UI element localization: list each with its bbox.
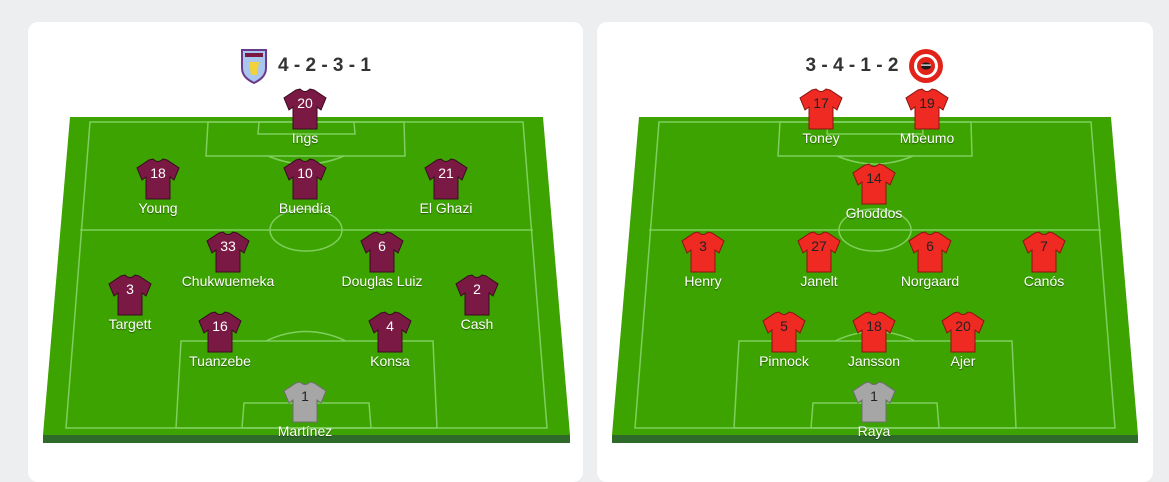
player-number: 6 — [378, 238, 386, 254]
player-name: El Ghazi — [419, 200, 473, 216]
player-home-2[interactable]: 10 Buendía — [245, 158, 365, 216]
player-away-9[interactable]: 20 Ajer — [903, 311, 1023, 369]
player-number: 33 — [220, 238, 236, 254]
player-home-8[interactable]: 16 Tuanzebe — [160, 311, 280, 369]
player-away-5[interactable]: 6 Norgaard — [870, 231, 990, 289]
player-name: Ings — [291, 130, 319, 146]
player-home-9[interactable]: 4 Konsa — [330, 311, 450, 369]
player-home-3[interactable]: 21 El Ghazi — [386, 158, 506, 216]
player-name: Mbeumo — [899, 130, 955, 146]
player-name: Ghoddos — [845, 205, 903, 221]
player-name: Jansson — [847, 353, 901, 369]
player-number: 1 — [301, 388, 309, 404]
player-number: 18 — [866, 318, 882, 334]
player-name: Targett — [108, 316, 152, 332]
player-away-6[interactable]: 7 Canós — [984, 231, 1104, 289]
player-name: Cash — [460, 316, 494, 332]
player-home-4[interactable]: 33 Chukwuemeka — [168, 231, 288, 289]
player-number: 6 — [926, 238, 934, 254]
player-number: 20 — [297, 95, 313, 111]
player-number: 2 — [473, 281, 481, 297]
player-number: 1 — [870, 388, 878, 404]
player-number: 18 — [150, 165, 166, 181]
player-away-0[interactable]: 17 Toney — [761, 88, 881, 146]
player-name: Buendía — [278, 200, 332, 216]
player-name: Tuanzebe — [189, 353, 251, 369]
home-formation: 4 - 2 - 3 - 1 — [278, 55, 371, 76]
player-number: 5 — [780, 318, 788, 334]
player-away-10[interactable]: 1 Raya — [814, 381, 934, 439]
player-away-1[interactable]: 19 Mbeumo — [867, 88, 987, 146]
away-formation: 3 - 4 - 1 - 2 — [805, 55, 899, 76]
player-number: 10 — [297, 165, 313, 181]
player-name: Norgaard — [900, 273, 960, 289]
player-home-6[interactable]: 3 Targett — [70, 274, 190, 332]
away-formation-header: 3 - 4 - 1 - 2 — [597, 48, 1153, 84]
player-number: 7 — [1040, 238, 1048, 254]
player-away-3[interactable]: 3 Henry — [643, 231, 763, 289]
player-number: 17 — [813, 95, 829, 111]
player-away-7[interactable]: 5 Pinnock — [724, 311, 844, 369]
player-name: Konsa — [370, 353, 410, 369]
player-name: Ajer — [950, 353, 976, 369]
player-number: 19 — [919, 95, 935, 111]
player-number: 3 — [126, 281, 134, 297]
player-name: Toney — [802, 130, 840, 146]
player-number: 4 — [386, 318, 394, 334]
player-number: 20 — [955, 318, 971, 334]
player-number: 3 — [699, 238, 707, 254]
player-away-4[interactable]: 27 Janelt — [759, 231, 879, 289]
player-home-0[interactable]: 20 Ings — [245, 88, 365, 146]
player-name: Douglas Luiz — [341, 273, 423, 289]
player-name: Janelt — [800, 273, 838, 289]
player-number: 21 — [438, 165, 454, 181]
away-pitch — [612, 117, 1138, 443]
player-home-1[interactable]: 18 Young — [98, 158, 218, 216]
player-name: Raya — [857, 423, 891, 439]
player-name: Martínez — [277, 423, 333, 439]
player-number: 27 — [811, 238, 827, 254]
player-home-7[interactable]: 2 Cash — [417, 274, 537, 332]
player-number: 16 — [212, 318, 228, 334]
player-name: Henry — [684, 273, 722, 289]
player-away-8[interactable]: 18 Jansson — [814, 311, 934, 369]
away-lineup-card: 3 - 4 - 1 - 2 17 Toney — [597, 22, 1153, 482]
home-lineup-card: 4 - 2 - 3 - 1 20 Ings 18 Young 10 Buendí… — [28, 22, 583, 482]
player-number: 14 — [866, 170, 882, 186]
player-name: Canós — [1023, 273, 1065, 289]
player-name: Chukwuemeka — [181, 273, 275, 289]
home-formation-header: 4 - 2 - 3 - 1 — [28, 48, 583, 85]
player-home-10[interactable]: 1 Martínez — [245, 381, 365, 439]
brentford-crest-icon — [908, 48, 944, 84]
player-name: Young — [138, 200, 178, 216]
aston-villa-crest-icon — [240, 48, 268, 85]
player-home-5[interactable]: 6 Douglas Luiz — [322, 231, 442, 289]
player-name: Pinnock — [759, 353, 809, 369]
player-away-2[interactable]: 14 Ghoddos — [814, 163, 934, 221]
